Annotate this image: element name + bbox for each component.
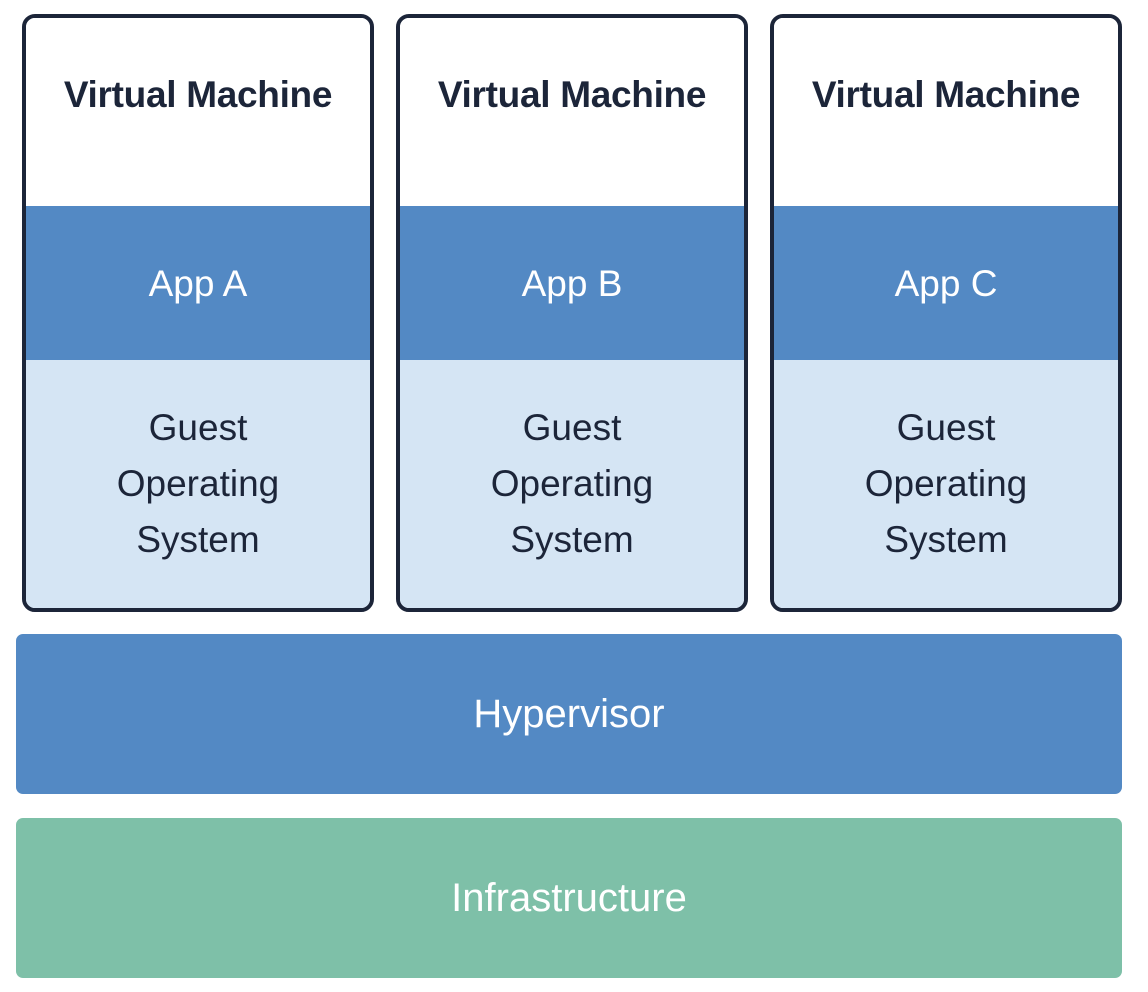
hypervisor-label: Hypervisor: [473, 692, 665, 736]
vm-title-2: Virtual Machine: [437, 74, 707, 115]
vm-guest-os-label-1: Guest Operating System: [116, 406, 280, 561]
vm-guest-os-band-2: Guest Operating System: [400, 360, 744, 608]
vm-title-3: Virtual Machine: [811, 74, 1081, 115]
vm-app-label-2: App B: [521, 262, 623, 304]
vm-app-label-1: App A: [148, 262, 248, 304]
virtual-machine-row: Virtual Machine App A Guest Operating Sy…: [22, 14, 1122, 612]
vm-guest-os-band-1: Guest Operating System: [26, 360, 370, 608]
virtual-machine-box-2[interactable]: Virtual Machine App B Guest Operating Sy…: [396, 14, 748, 612]
vm-title-band-2: Virtual Machine: [400, 18, 744, 206]
infrastructure-layer[interactable]: Infrastructure: [16, 818, 1122, 978]
vm-app-band-3: App C: [774, 206, 1118, 360]
hypervisor-layer[interactable]: Hypervisor: [16, 634, 1122, 794]
virtual-machine-box-3[interactable]: Virtual Machine App C Guest Operating Sy…: [770, 14, 1122, 612]
vm-app-band-1: App A: [26, 206, 370, 360]
vm-title-band-1: Virtual Machine: [26, 18, 370, 206]
virtual-machine-box-1[interactable]: Virtual Machine App A Guest Operating Sy…: [22, 14, 374, 612]
vm-app-band-2: App B: [400, 206, 744, 360]
vm-title-1: Virtual Machine: [63, 74, 333, 115]
vm-guest-os-label-3: Guest Operating System: [864, 406, 1028, 561]
infrastructure-label: Infrastructure: [451, 876, 687, 920]
vm-title-band-3: Virtual Machine: [774, 18, 1118, 206]
vm-guest-os-label-2: Guest Operating System: [490, 406, 654, 561]
vm-guest-os-band-3: Guest Operating System: [774, 360, 1118, 608]
vm-app-label-3: App C: [894, 262, 998, 304]
